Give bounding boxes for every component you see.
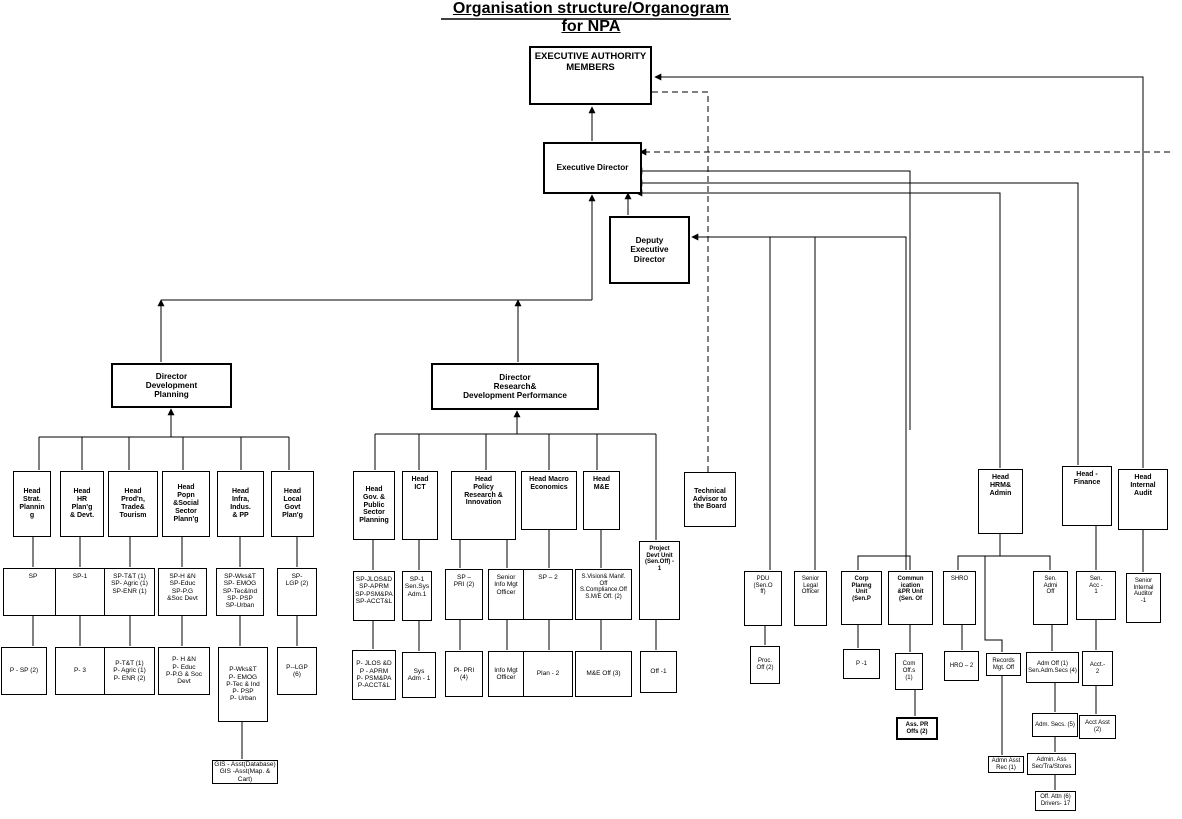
head-policy-box: Head Policy Research & Innovation [451, 471, 516, 540]
head-me-box: Head M&E [583, 471, 620, 530]
head-internal-audit-box: Head Internal Audit [1118, 469, 1168, 530]
head-strat-planning-box: Head Strat. Plannin g [13, 471, 51, 537]
diagram-title: Organisation structure/Organogram for NP… [452, 0, 730, 35]
head-prod-trade-box: Head Prod'n, Trade& Tourism [108, 471, 158, 537]
head-finance-box: Head - Finance [1062, 466, 1112, 526]
admn-asst-box: Admn Asst Rec (1) [988, 756, 1024, 773]
sen-acc-box: Sen. Acc - 1 [1076, 571, 1116, 620]
p-1-box: P -1 [843, 649, 880, 679]
senior-internal-auditor-box: Senior Internal Auditor -1 [1126, 573, 1161, 623]
s-vision-box: S.Vision& Manif. Off S.Compliance.Off S.… [575, 569, 632, 620]
head-popn-social-box: Head Popn &Social Sector Plann'g [162, 471, 210, 537]
sp-2-box: SP – 2 [523, 569, 573, 620]
executive-director-box: Executive Director [543, 142, 642, 194]
off-attn-box: Off. Attn (6) Drivers- 17 [1035, 791, 1076, 811]
pdu-box: PDU (Sen.O ff) [744, 571, 782, 626]
senior-info-mgt-box: Senior Info Mgt Officer [488, 569, 524, 620]
head-infra-box: Head Infra, Indus. & PP [217, 471, 264, 537]
sp-ttt-box: SP-T&T (1) SP- Agric (1) SP-ENR (1) [104, 568, 155, 616]
sp-box: SP [3, 568, 63, 616]
head-local-govt-box: Head Local Govt Plan'g [271, 471, 314, 537]
technical-advisor-box: Technical Advisor to the Board [684, 472, 736, 527]
shro-box: SHRO [943, 571, 976, 625]
sp-lgp-box: SP- LGP (2) [277, 568, 317, 616]
adm-off-box: Adm Off (1) Sen.Adm.Secs (4) [1026, 652, 1079, 683]
director-development-planning-box: Director Development Planning [111, 363, 232, 408]
corp-planning-box: Corp Planng Unit (Sen.P [841, 571, 882, 625]
p-lgp-box: P--LGP (6) [277, 647, 317, 695]
sen-adm-off-box: Sen. Admi Off [1033, 571, 1068, 625]
sp-wks-box: SP-Wks&T SP- EMOG SP-Tec&Ind SP- PSP SP-… [216, 568, 264, 616]
admin-ass-box: Admin. Ass Sec/Tra/Stores [1027, 753, 1076, 775]
info-mgt-box: Info Mgt Officer [488, 651, 524, 697]
director-research-box: Director Research& Development Performan… [431, 363, 599, 410]
p-3-box: P- 3 [55, 647, 105, 695]
sp-pri-box: SP – PRI (2) [445, 569, 483, 620]
gis-box: GIS - Asst(Database) GIS -Asst(Map. & Ca… [212, 760, 278, 784]
me-off-box: M&E Off (3) [575, 651, 632, 697]
sys-adm-box: Sys Adm - 1 [402, 652, 436, 698]
head-hrm-box: Head HRM& Admin [978, 469, 1023, 534]
com-offs-box: Com Off.s (1) [895, 653, 923, 690]
ass-pr-box: Ass. PR Offs (2) [896, 717, 938, 740]
sp-jlos-box: SP-JLOS&D SP-APRM SP-PSM&PA SP-ACCT&L [353, 571, 395, 621]
acct-asst-box: Acct Asst (2) [1079, 715, 1116, 739]
p-sp-box: P - SP (2) [1, 647, 47, 695]
records-mgt-box: Records Mgt. Off [986, 653, 1021, 676]
off-1-box: Off -1 [640, 651, 677, 693]
sp-hn-box: SP-H &N SP-Educ SP-P.G &Soc Devt [158, 568, 207, 616]
head-macro-box: Head Macro Economics [521, 471, 577, 530]
head-hr-planning-box: Head HR Plan'g & Devt. [60, 471, 104, 537]
senior-legal-box: Senior Legal Officer [794, 571, 827, 626]
p-ttt-box: P-T&T (1) P- Agric (1) P- ENR (2) [104, 647, 155, 695]
p-wks-box: P-Wks&T P- EMOG P-Tec & Ind P- PSP P- Ur… [218, 647, 268, 722]
pl-pri-box: Pl- PRI (4) [445, 651, 483, 697]
communication-pr-box: Commun ication &PR Unit (Sen. Of [888, 571, 933, 625]
head-ict-box: Head ICT [402, 471, 438, 540]
p-hn-box: P- H &N P- Educ P-P.G & Soc Devt [158, 647, 210, 695]
plan-2-box: Plan - 2 [523, 651, 573, 697]
deputy-executive-director-box: Deputy Executive Director [609, 216, 690, 284]
adm-secs-box: Adm. Secs. (5) [1032, 713, 1078, 737]
sp-1-ict-box: SP-1 Sen.Sys Adm.1 [402, 571, 432, 621]
proc-off-box: Proc. Off (2) [750, 646, 780, 684]
p-jlos-box: P- JLOS &D P - APRM P- PSM&PA P-ACCT&L [352, 650, 396, 700]
project-devt-unit-box: Project Devt Unit (Sen.Off) - 1 [639, 541, 680, 620]
head-gov-box: Head Gov. & Public Sector Planning [353, 471, 395, 540]
hro-2-box: HRO – 2 [944, 651, 979, 681]
sp-1-box: SP-1 [55, 568, 105, 616]
acct-2-box: Acct.- 2 [1082, 651, 1113, 686]
executive-authority-box: EXECUTIVE AUTHORITY MEMBERS [529, 46, 652, 105]
